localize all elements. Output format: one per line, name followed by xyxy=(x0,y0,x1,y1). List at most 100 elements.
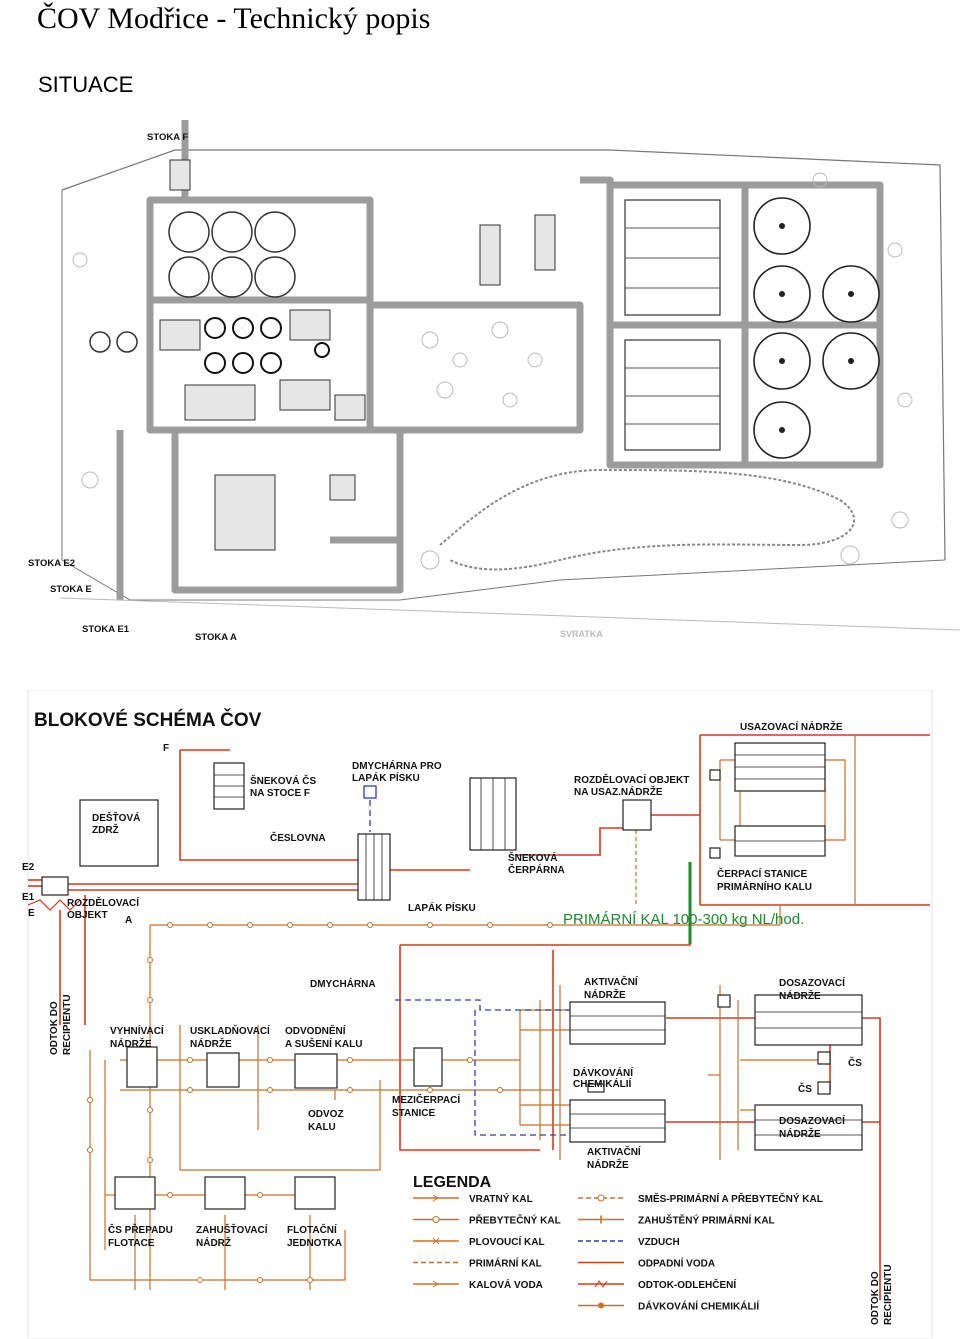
legend-item: VZDUCH xyxy=(578,1237,680,1248)
label-dosazovaci-1b: NÁDRŽE xyxy=(779,989,821,1002)
legend-item: PRIMÁRNÍ KAL xyxy=(413,1257,542,1270)
label-stoka-f: STOKA F xyxy=(147,132,188,143)
legend-item: KALOVÁ VODA xyxy=(413,1278,543,1291)
thickening-tank xyxy=(204,1176,246,1210)
block-schema: BLOKOVÉ SCHÉMA ČOV xyxy=(22,690,933,1339)
label-vyhnivaci-b: NÁDRŽE xyxy=(110,1037,152,1050)
label-rozdel-objekt: ROZDĚLOVACÍ OBJEKT xyxy=(574,773,689,786)
label-dosazovaci-2a: DOSAZOVACÍ xyxy=(779,1114,845,1127)
label-cs-prepadu-a: ČS PŘEPADU xyxy=(108,1223,173,1236)
secondary-clarifier-1 xyxy=(754,994,863,1046)
legend-item: ODPADNÍ VODA xyxy=(578,1257,715,1270)
label-snekova: ŠNEKOVÁ xyxy=(508,851,557,864)
label-odvoz-a: ODVOZ xyxy=(308,1109,344,1120)
label-aktivacni-2a: AKTIVAČNÍ xyxy=(587,1145,641,1158)
flotation-overflow-pump xyxy=(114,1176,156,1210)
primary-pump-1 xyxy=(709,769,721,781)
label-mezicerpaci-a: MEZIČERPACÍ xyxy=(392,1093,460,1106)
legend-marker xyxy=(598,1302,604,1309)
primary-sludge-note: PRIMÁRNÍ KAL 100-300 kg NL/hod. xyxy=(563,911,804,928)
legend-title: LEGENDA xyxy=(413,1174,492,1191)
label-aktivacni-2b: NÁDRŽE xyxy=(587,1158,629,1171)
label-e1: E1 xyxy=(22,892,35,903)
label-rozdelovaci: ROZDĚLOVACÍ xyxy=(67,896,139,909)
label-stoka-e: STOKA E xyxy=(50,584,92,595)
label-odtok-right-1: ODTOK DO xyxy=(870,1271,881,1325)
label-davkovani-b: CHEMIKÁLIÍ xyxy=(573,1077,632,1090)
cs-pump-2 xyxy=(817,1081,831,1095)
label-cerpaci-stanice: ČERPACÍ STANICE xyxy=(717,867,808,880)
page-title: ČOV Modřice - Technický popis xyxy=(37,2,431,35)
label-svratka: SVRATKA xyxy=(560,629,603,639)
ras-pump-1 xyxy=(717,994,731,1008)
chemical-dosing xyxy=(587,1083,605,1093)
legend-label: PLOVOUCÍ KAL xyxy=(469,1235,545,1248)
flotation-unit xyxy=(294,1176,336,1210)
label-a: A xyxy=(125,915,132,926)
label-na-usaz: NA USAZ.NÁDRŽE xyxy=(574,785,663,798)
label-dmycharna: DMYCHÁRNA xyxy=(310,977,376,990)
activation-tank-1 xyxy=(569,1001,666,1045)
legend-label: ODTOK-ODLEHČENÍ xyxy=(638,1278,736,1291)
schema-title: BLOKOVÉ SCHÉMA ČOV xyxy=(34,709,262,731)
label-odtok-left-2: RECIPIENTU xyxy=(62,994,73,1055)
label-e: E xyxy=(28,908,35,919)
activation-tank-2 xyxy=(569,1099,666,1143)
label-odvoz-b: KALU xyxy=(308,1122,336,1133)
label-zdrz: ZDRŽ xyxy=(92,823,119,836)
label-mezicerpaci-b: STANICE xyxy=(392,1108,435,1119)
label-objekt: OBJEKT xyxy=(67,910,108,921)
legend-item: PŘEBYTEČNÝ KAL xyxy=(413,1214,561,1227)
label-aktivacni-1b: NÁDRŽE xyxy=(584,988,626,1001)
label-lapak-pisku-1: LAPÁK PÍSKU xyxy=(352,771,420,784)
legend-marker xyxy=(432,1237,440,1245)
legend-label: VZDUCH xyxy=(638,1237,680,1248)
distribution-object-primary xyxy=(622,799,652,831)
label-uskladnovaci-a: USKLADŇOVACÍ xyxy=(190,1024,270,1037)
label-odtok-right-2: RECIPIENTU xyxy=(883,1264,894,1325)
label-usazovaci: USAZOVACÍ NÁDRŽE xyxy=(740,720,843,733)
legend-item: PLOVOUCÍ KAL xyxy=(413,1235,545,1248)
legend-marker xyxy=(432,1194,439,1202)
label-dosazovaci-2b: NÁDRŽE xyxy=(779,1127,821,1140)
label-f: F xyxy=(163,743,169,754)
legend-marker xyxy=(432,1280,439,1288)
label-davkovani-a: DÁVKOVÁNÍ xyxy=(573,1066,633,1079)
label-na-stoce-f: NA STOCE F xyxy=(250,788,310,799)
legend-item: VRATNÝ KAL xyxy=(413,1192,533,1205)
label-flotacni-b: JEDNOTKA xyxy=(287,1238,342,1249)
cs-pump-1 xyxy=(817,1051,831,1065)
legend-label: ZAHUŠTĚNÝ PRIMÁRNÍ KAL xyxy=(638,1214,775,1227)
legend-item: ZAHUŠTĚNÝ PRIMÁRNÍ KAL xyxy=(578,1214,775,1227)
label-stoka-e1: STOKA E1 xyxy=(82,624,130,635)
primary-pump-2 xyxy=(709,847,721,859)
legend-label: VRATNÝ KAL xyxy=(469,1192,533,1205)
label-vyhnivaci-a: VYHNÍVACÍ xyxy=(110,1024,164,1037)
legend-marker xyxy=(597,1194,605,1202)
legend-marker xyxy=(594,1280,608,1288)
legend-marker xyxy=(432,1216,440,1223)
digester xyxy=(126,1046,158,1088)
label-cs-2: ČS xyxy=(798,1082,812,1095)
label-stoka-a: STOKA A xyxy=(195,632,237,640)
legend-label: DÁVKOVÁNÍ CHEMIKÁLIÍ xyxy=(638,1300,759,1313)
label-e2: E2 xyxy=(22,862,35,873)
label-destova: DEŠŤOVÁ xyxy=(92,811,140,824)
storage-tank xyxy=(206,1052,240,1088)
legend-label: ODPADNÍ VODA xyxy=(638,1257,715,1270)
dewatering xyxy=(294,1053,338,1089)
label-snekova-cs: ŠNEKOVÁ ČS xyxy=(250,774,316,787)
section-heading: SITUACE xyxy=(38,72,134,97)
label-uskladnovaci-b: NÁDRŽE xyxy=(190,1037,232,1050)
legend-label: PRIMÁRNÍ KAL xyxy=(469,1257,542,1270)
intermediate-pumping-station xyxy=(413,1047,443,1087)
legend-item: DÁVKOVÁNÍ CHEMIKÁLIÍ xyxy=(578,1300,759,1313)
label-zahustovaci-b: NÁDRŽ xyxy=(196,1236,231,1249)
label-flotacni-a: FLOTAČNÍ xyxy=(287,1223,337,1236)
label-stoka-e2: STOKA E2 xyxy=(28,558,75,569)
legend-item: ODTOK-ODLEHČENÍ xyxy=(578,1278,736,1291)
legend-item: SMĚS-PRIMÁRNÍ A PŘEBYTEČNÝ KAL xyxy=(578,1192,823,1205)
label-odvodneni-a: ODVODNĚNÍ xyxy=(285,1024,346,1037)
label-lapak-pisku-2: LAPÁK PÍSKU xyxy=(408,901,476,914)
legend-label: PŘEBYTEČNÝ KAL xyxy=(469,1214,561,1227)
